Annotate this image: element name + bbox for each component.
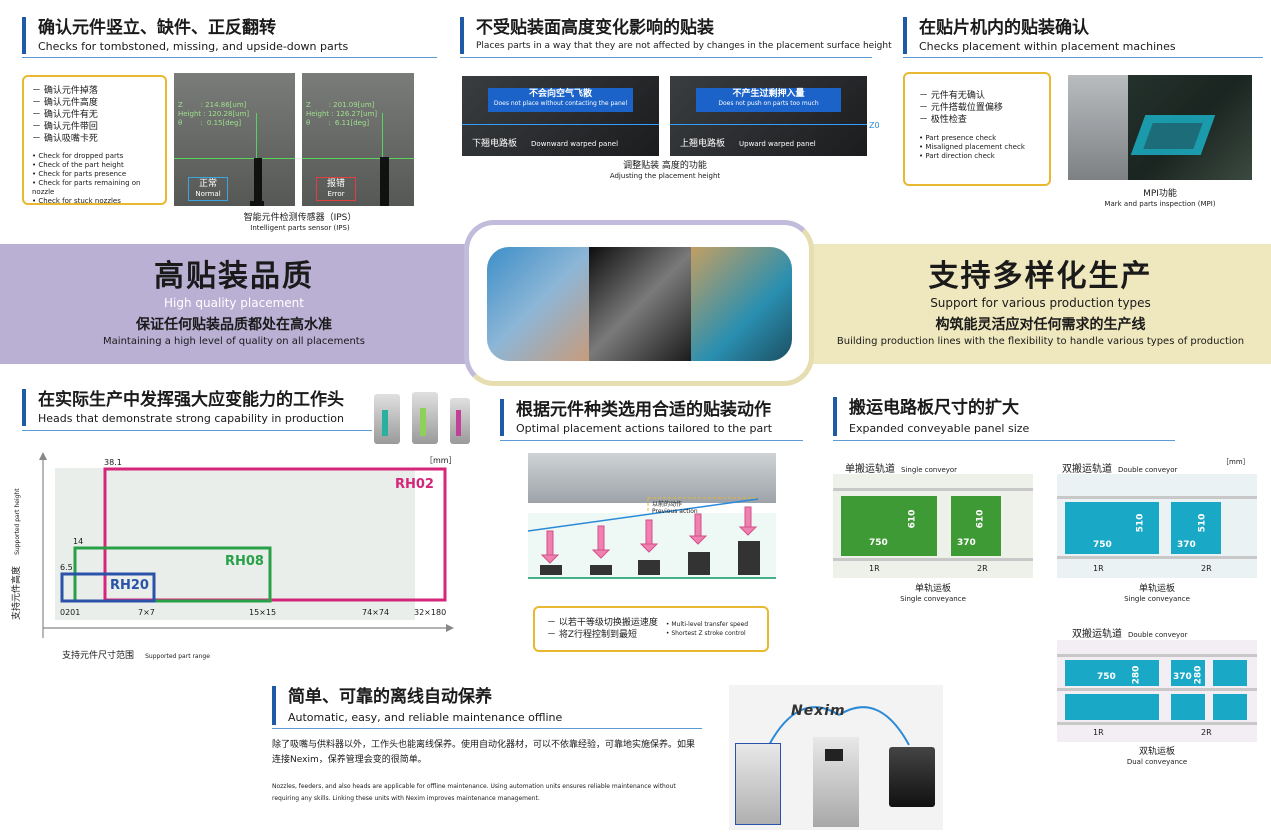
s6-title-en: Expanded conveyable panel size [849,422,1030,435]
s5-title-zh: 根据元件种类选用合适的贴装动作 [516,400,771,420]
s3-title: 在贴片机内的贴装确认 Checks placement within place… [903,17,1176,54]
s1-title-en: Checks for tombstoned, missing, and upsi… [38,40,349,53]
size-74x74: 74×74 [362,608,390,617]
s5-title-en: Optimal placement actions tailored to th… [516,422,773,435]
yaxis-label: 支持元件高度 Supported part height [12,488,22,620]
s1-list-zh: － 确认元件掉落 － 确认元件高度 － 确认元件有无 － 确认元件带回 － 确认… [32,86,98,144]
head-photos [372,388,472,446]
s3-title-en: Checks placement within placement machin… [919,40,1176,53]
band-right-sub: Support for various production types [930,296,1151,310]
band-right: 支持多样化生产 Support for various production t… [810,244,1271,364]
heads-chart [39,452,454,638]
height-6-5: 6.5 [60,563,73,572]
s6-title-zh: 搬运电路板尺寸的扩大 [849,398,1019,418]
ips-image-error: Z : 201.09[um]Height : 126.27[um]θ : 6.1… [302,73,414,206]
xaxis-label: 支持元件尺寸范围 Supported part range [62,651,210,661]
band-right-zh: 构筑能灵活应对任何需求的生产线 [935,317,1146,333]
s5-notes: － 以若干等级切换搬运速度 － 将Z行程控制到最短 • Multi-level … [533,606,769,652]
s4-title: 在实际生产中发挥强大应变能力的工作头 Heads that demonstrat… [22,389,344,426]
s1-title: 确认元件竖立、缺件、正反翻转 Checks for tombstoned, mi… [22,17,348,54]
s3-checklist: － 元件有无确认 － 元件搭载位置偏移 － 极性检查 • Part presen… [903,72,1051,186]
s1-list-en: • Check for dropped parts • Check of the… [32,152,141,205]
s1-checklist: － 确认元件掉落 － 确认元件高度 － 确认元件有无 － 确认元件带回 － 确认… [22,75,167,205]
band-left-title: 高贴装品质 [154,259,314,294]
s1-title-zh: 确认元件竖立、缺件、正反翻转 [38,18,276,38]
s7-body-en: Nozzles, feeders, and also heads are app… [272,783,676,802]
band-left-en: Maintaining a high level of quality on a… [103,336,365,347]
grid-double-dual: 750 280 370 280 1R 2R [1057,640,1257,742]
mpi-image [1068,75,1252,180]
height-38: 38.1 [104,458,122,467]
band-left-zh: 保证任何贴装品质都处在高水准 [136,317,332,333]
s2-caption: 调整贴装 高度的功能 Adjusting the placement heigh… [609,161,721,180]
rh08-label: RH08 [225,554,264,569]
s2-title-zh: 不受贴装面高度变化影响的贴装 [476,18,714,38]
maintenance-image: Nexim [729,685,943,830]
z0-label: Z0 [869,121,880,130]
s7-title-en: Automatic, easy, and reliable maintenanc… [288,711,563,724]
size-32x180: 32×180 [414,608,447,617]
center-emblem [464,220,814,386]
unit-mm-s6: ［mm］ [1222,458,1250,466]
s6-title: 搬运电路板尺寸的扩大 Expanded conveyable panel siz… [833,397,1029,436]
size-15x15: 15×15 [249,608,277,617]
rh20-label: RH20 [110,578,149,593]
s7-title-zh: 简单、可靠的离线自动保养 [288,687,492,707]
band-left: 高贴装品质 High quality placement 保证任何贴装品质都处在… [0,244,468,364]
s4-title-en: Heads that demonstrate strong capability… [38,412,344,425]
s7-body-zh: 除了吸嘴与供料器以外，工作头也能离线保养。使用自动化器材，可以不依靠经验，可靠地… [272,740,696,765]
car-photo [589,247,691,361]
s3-caption: MPI功能 Mark and parts inspection (MPI) [1104,189,1216,208]
s1-caption: 智能元件检测传感器（IPS） Intelligent parts sensor … [243,213,357,232]
downward-panel-image: 不会向空气飞散 Does not place without contactin… [462,76,659,156]
error-label: 报错 Error [316,177,356,201]
grid-double-single: 750 510 370 510 1R 2R [1057,474,1257,578]
rh02-label: RH02 [395,477,434,492]
grid-single-single: 750 610 370 610 1R 2R [833,474,1033,578]
band-left-sub: High quality placement [164,296,304,310]
nexim-logo: Nexim [791,703,846,719]
upward-panel-image: 不产生过剩押入量 Does not push on parts too much… [670,76,867,156]
s2-title-en: Places parts in a way that they are not … [476,41,892,51]
s4-title-zh: 在实际生产中发挥强大应变能力的工作头 [38,390,344,410]
s2-title: 不受贴装面高度变化影响的贴装 Places parts in a way tha… [460,17,892,54]
phone-photo [487,247,589,361]
ips-image-normal: Z : 214.86[um]Height : 120.28[um]θ : 0.1… [174,73,295,206]
s7-title: 简单、可靠的离线自动保养 Automatic, easy, and reliab… [272,686,562,725]
s3-title-zh: 在贴片机内的贴装确认 [919,18,1089,38]
height-14: 14 [73,537,84,546]
rh20-box [60,572,156,603]
band-right-title: 支持多样化生产 [928,259,1153,294]
size-0201: 0201 [60,608,81,617]
s5-title: 根据元件种类选用合适的贴装动作 Optimal placement action… [500,399,772,436]
band-right-en: Building production lines with the flexi… [836,336,1245,347]
normal-label: 正常 Normal [188,177,228,201]
rh02-box [103,467,447,602]
circuit-city-photo [691,247,792,361]
unit-mm-s4: ［mm］ [425,456,457,465]
size-7x7: 7×7 [138,608,155,617]
